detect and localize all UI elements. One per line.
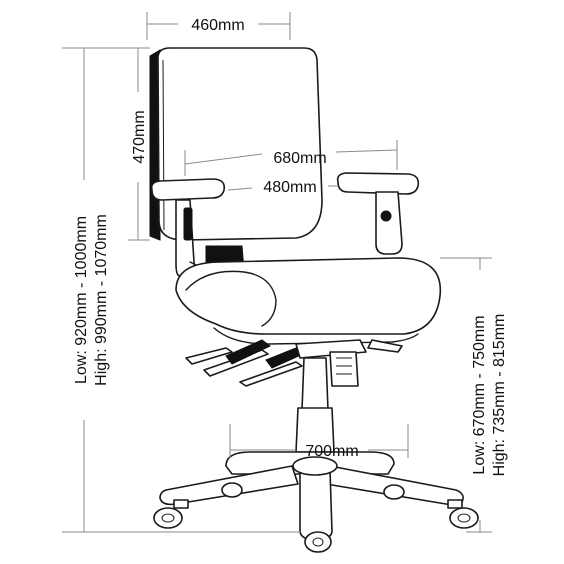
right-armrest bbox=[336, 172, 420, 255]
gas-lift-upper bbox=[301, 357, 329, 411]
seat-height-high-label: High: 735mm - 815mm bbox=[491, 314, 508, 477]
chair-base bbox=[159, 451, 464, 541]
castor-back-left bbox=[221, 482, 243, 498]
gas-lift bbox=[295, 357, 335, 453]
backrest-height-label: 470mm bbox=[131, 110, 148, 163]
base-hub bbox=[292, 456, 338, 476]
spring-paddle-left bbox=[225, 339, 271, 365]
castors bbox=[153, 482, 479, 553]
base-diameter-dimension bbox=[229, 424, 409, 458]
overall-height-low-label: Low: 920mm - 1000mm bbox=[73, 216, 90, 384]
seat bbox=[175, 257, 442, 345]
lever-rear bbox=[367, 339, 403, 353]
seat-height-dimension bbox=[440, 257, 492, 533]
overall-height-dimension bbox=[62, 47, 300, 533]
height-adjust-knob bbox=[329, 351, 359, 387]
castor-back-right bbox=[383, 484, 405, 500]
base-leg-front bbox=[299, 469, 333, 541]
lever-front-left bbox=[185, 347, 233, 365]
backrest-width-dimension bbox=[146, 12, 291, 40]
right-armrest-pad bbox=[336, 172, 420, 195]
lever-front-right bbox=[239, 361, 303, 387]
seat-cushion bbox=[175, 257, 442, 335]
seat-height-low-label: Low: 670mm - 750mm bbox=[471, 315, 488, 474]
left-armrest-adjuster bbox=[183, 207, 193, 241]
left-armrest-pad bbox=[150, 178, 226, 201]
backrest-seam bbox=[162, 59, 165, 231]
castor-left bbox=[153, 499, 189, 529]
seat-contour bbox=[185, 270, 277, 327]
right-armrest-post bbox=[375, 191, 403, 255]
overall-height-high-label: High: 990mm - 1070mm bbox=[93, 214, 110, 386]
castor-right bbox=[447, 499, 479, 529]
arm-span-dimension bbox=[184, 140, 398, 176]
chair-illustration bbox=[149, 47, 479, 553]
seat-width-dimension bbox=[227, 185, 338, 191]
knob-ridges bbox=[336, 357, 352, 375]
seat-width-label: 480mm bbox=[263, 179, 316, 196]
arm-span-label: 680mm bbox=[273, 150, 326, 167]
dimension-lines bbox=[62, 12, 492, 533]
backrest-width-label: 460mm bbox=[191, 17, 244, 34]
dimension-labels: 460mm 470mm 680mm 480mm 700mm Low: 920mm… bbox=[73, 17, 508, 476]
right-armrest-knob bbox=[380, 210, 392, 222]
base-diameter-label: 700mm bbox=[305, 443, 358, 460]
castor-front bbox=[304, 531, 332, 553]
seat-mechanism bbox=[185, 339, 403, 387]
